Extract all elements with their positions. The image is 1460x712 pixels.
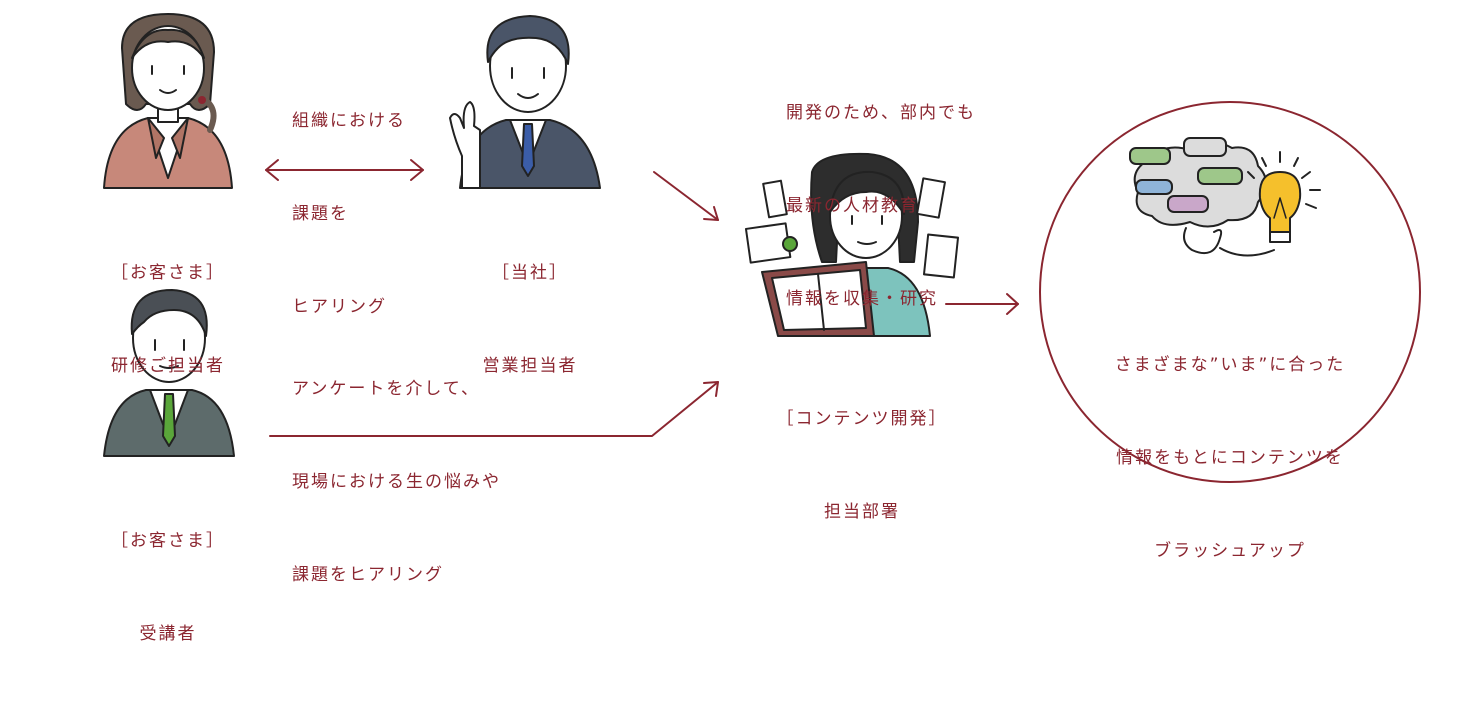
man-green-tie-icon <box>103 289 235 457</box>
client-contact-label: ［お客さま］ 研修ご担当者 <box>84 196 252 444</box>
result-line: 情報をもとにコンテンツを <box>1116 448 1344 468</box>
trainee-role: ［お客さま］ <box>111 531 225 551</box>
client-contact-role: ［お客さま］ <box>111 263 225 283</box>
note-line: ヒアリング <box>292 297 387 317</box>
note-dev-research: 開発のため、部内でも 最新の人材教育 情報を収集・研究 <box>786 36 976 377</box>
note-hearing-survey: アンケートを介して、 現場における生の悩みや 課題をヒアリング <box>292 312 501 653</box>
dev-title: 担当部署 <box>824 502 900 522</box>
double-arrow-icon <box>265 159 424 181</box>
note-hearing-org: 組織における 課題を ヒアリング <box>292 44 406 385</box>
arrow-trainee-to-dev-icon <box>269 381 719 437</box>
trainee-title: 受講者 <box>139 624 197 644</box>
arrow-dev-to-result-icon <box>945 293 1019 315</box>
note-line: 開発のため、部内でも <box>786 103 976 123</box>
note-line: 情報を収集・研究 <box>786 289 938 309</box>
connectors <box>265 101 1421 483</box>
trainee-label: ［お客さま］ 受講者 <box>84 464 252 712</box>
client-contact-title: 研修ご担当者 <box>111 356 225 376</box>
note-line: 組織における <box>292 111 406 131</box>
note-line: 課題を <box>292 204 349 224</box>
note-line: 課題をヒアリング <box>292 565 444 585</box>
note-line: 最新の人材教育 <box>786 196 919 216</box>
sales-title: 営業担当者 <box>482 356 578 376</box>
arrow-sales-to-dev-icon <box>653 171 719 221</box>
man-waving-suit-icon <box>449 15 601 189</box>
sales-role: ［当社］ <box>492 263 568 283</box>
note-line: アンケートを介して、 <box>292 379 480 399</box>
idea-bubbles-lightbulb-icon <box>1129 137 1321 257</box>
flow-diagram: ［お客さま］ 研修ご担当者 ［当社］ 営業担当者 ［お客さま］ 受講者 ［コンテ… <box>84 13 1421 644</box>
dev-label: ［コンテンツ開発］ 担当部署 <box>762 342 962 590</box>
result-text: さまざまな”いま”に合った 情報をもとにコンテンツを ブラッシュアップ <box>1070 288 1390 629</box>
result-line: ブラッシュアップ <box>1154 541 1306 561</box>
sales-label: ［当社］ 営業担当者 <box>446 196 614 444</box>
result-line: さまざまな”いま”に合った <box>1114 355 1346 375</box>
woman-pink-jacket-icon <box>103 13 233 189</box>
woman-reading-book-icon <box>744 152 960 337</box>
result-circle <box>1039 101 1421 483</box>
dev-role: ［コンテンツ開発］ <box>776 409 948 429</box>
note-line: 現場における生の悩みや <box>292 472 501 492</box>
